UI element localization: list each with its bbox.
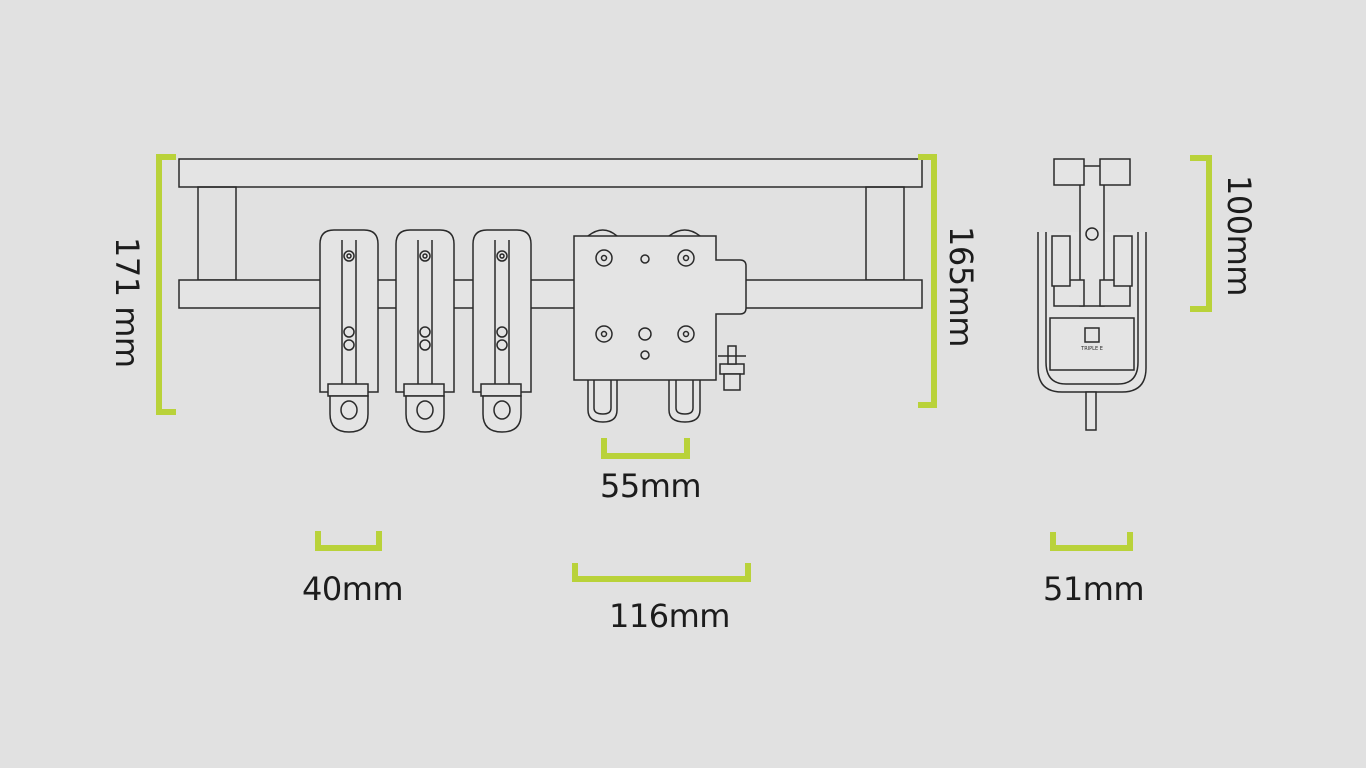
bracket-55 bbox=[601, 438, 690, 459]
dimension-label-165: 165mm bbox=[942, 226, 980, 347]
dimension-label-51: 51mm bbox=[1043, 570, 1145, 608]
dimension-brackets bbox=[156, 154, 1212, 582]
dimension-label-55: 55mm bbox=[600, 467, 702, 505]
bracket-171 bbox=[156, 154, 176, 415]
runner-1 bbox=[319, 229, 379, 433]
left-post bbox=[197, 186, 237, 281]
master-carrier bbox=[573, 229, 747, 423]
right-post bbox=[865, 186, 905, 281]
bracket-116 bbox=[572, 563, 751, 582]
bracket-40 bbox=[315, 531, 382, 551]
bracket-165 bbox=[918, 154, 937, 408]
bracket-100 bbox=[1190, 155, 1212, 312]
track-front-view bbox=[178, 158, 923, 309]
dimension-label-40: 40mm bbox=[302, 570, 404, 608]
dimension-label-100: 100mm bbox=[1220, 175, 1258, 296]
top-rail bbox=[178, 158, 923, 188]
dimension-label-116: 116mm bbox=[609, 597, 730, 635]
dimension-label-171: 171 mm bbox=[108, 237, 146, 368]
side-view bbox=[1037, 158, 1147, 431]
runner-3 bbox=[472, 229, 532, 433]
runners bbox=[319, 229, 532, 433]
triple-e-logo-text: TRIPLE E bbox=[1081, 346, 1103, 352]
triple-e-logo-icon bbox=[1084, 327, 1100, 343]
runner-2 bbox=[395, 229, 455, 433]
bottom-rail bbox=[178, 279, 923, 309]
bracket-51 bbox=[1050, 532, 1133, 551]
